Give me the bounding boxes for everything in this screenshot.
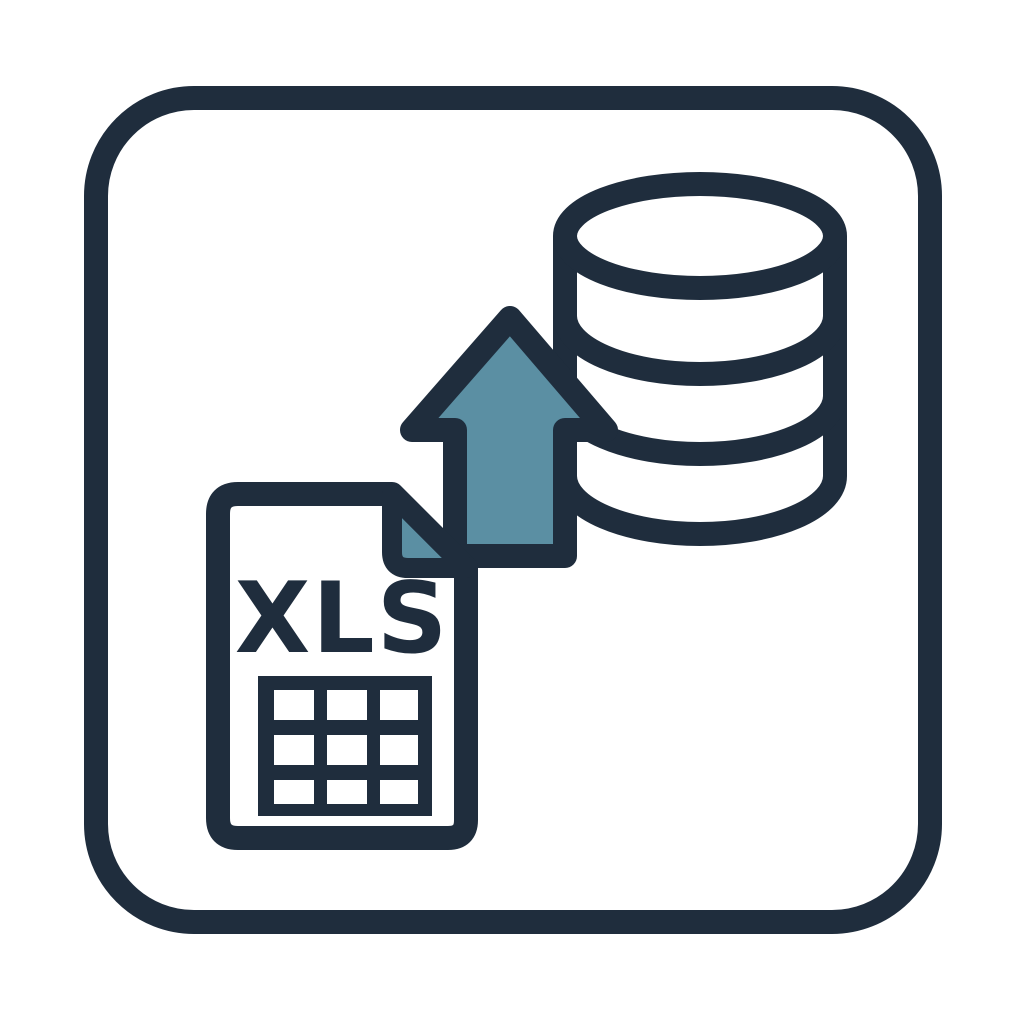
file-type-label: XLS (235, 562, 450, 676)
grid-icon (258, 676, 432, 816)
database-icon (553, 172, 847, 546)
folded-corner-icon (382, 484, 476, 578)
spreadsheet-file-icon: XLS (206, 482, 478, 850)
upload-arrow-icon (400, 306, 618, 568)
